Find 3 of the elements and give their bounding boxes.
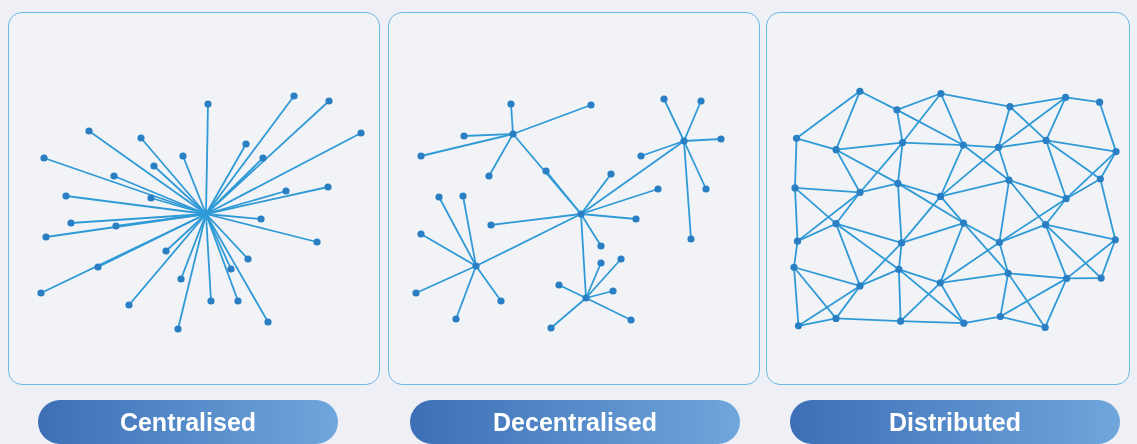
title-label: Centralised: [38, 400, 338, 444]
title-label: Decentralised: [410, 400, 740, 444]
title-label: Distributed: [790, 400, 1120, 444]
